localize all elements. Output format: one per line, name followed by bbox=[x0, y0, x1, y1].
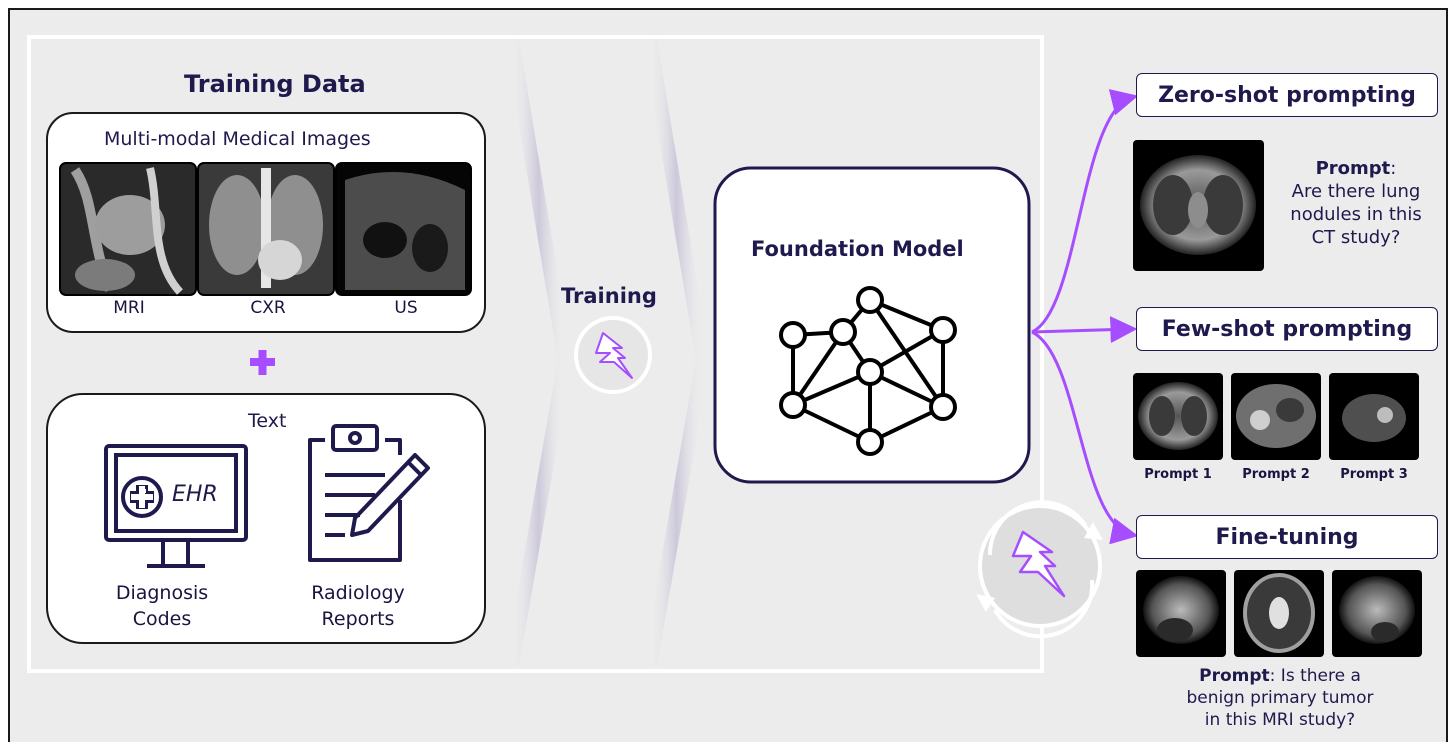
fine-tuning-mri-3 bbox=[1332, 570, 1422, 657]
monitor-ehr-icon bbox=[104, 444, 248, 568]
training-region-border bbox=[27, 35, 1044, 673]
plus-text: + bbox=[255, 345, 256, 346]
zero-shot-prompt-bold: Prompt bbox=[1315, 158, 1391, 179]
ehr-cross-cutout bbox=[131, 486, 153, 508]
training-lightning-icon bbox=[574, 316, 652, 394]
chest-xray-image bbox=[197, 162, 335, 296]
chevron-right bbox=[643, 38, 711, 667]
clipboard-report-icon bbox=[308, 424, 430, 562]
output-arrows bbox=[1031, 89, 1139, 545]
diagnosis-label-line2: Codes bbox=[132, 608, 192, 630]
training-data-title: Training Data bbox=[184, 70, 366, 98]
label-us: US bbox=[394, 298, 418, 318]
zero-shot-prompt: Prompt: Are there lung nodules in this C… bbox=[1270, 157, 1442, 249]
radiology-label-line2: Reports bbox=[321, 608, 395, 630]
fine-tuning-mri-2 bbox=[1234, 570, 1324, 657]
foundation-model-title: Foundation Model bbox=[751, 237, 964, 261]
fine-tuning-mri-1 bbox=[1136, 570, 1226, 657]
radiology-label-line1: Radiology bbox=[311, 582, 405, 604]
zero-shot-ct-image bbox=[1133, 140, 1264, 271]
images-title: Multi-modal Medical Images bbox=[104, 128, 371, 150]
text-title: Text bbox=[248, 410, 287, 432]
fine-tuning-prompt: Prompt: Is there a benign primary tumor … bbox=[1145, 665, 1415, 731]
few-shot-prompt-2-label: Prompt 2 bbox=[1242, 467, 1310, 482]
zero-shot-prompt-line1: Are there lung bbox=[1291, 181, 1421, 202]
few-shot-image-1 bbox=[1133, 373, 1223, 460]
fine-tuning-prompt-bold: Prompt bbox=[1199, 666, 1270, 686]
few-shot-prompt-1-label: Prompt 1 bbox=[1144, 467, 1212, 482]
zero-shot-prompt-line2: nodules in this bbox=[1290, 204, 1422, 225]
ultrasound-image bbox=[335, 162, 472, 296]
fine-tuning-title: Fine-tuning bbox=[1136, 515, 1438, 559]
label-mri: MRI bbox=[113, 298, 145, 318]
fine-tuning-cycle-icon bbox=[976, 500, 1103, 639]
training-label: Training bbox=[561, 284, 657, 308]
zero-shot-prompt-line3: CT study? bbox=[1311, 227, 1401, 248]
fine-tuning-prompt-line2: benign primary tumor bbox=[1186, 688, 1374, 708]
few-shot-image-3 bbox=[1329, 373, 1419, 460]
diagnosis-label-line1: Diagnosis bbox=[115, 582, 209, 604]
fine-tuning-prompt-line3: in this MRI study? bbox=[1204, 710, 1356, 730]
few-shot-image-2 bbox=[1231, 373, 1321, 460]
chevron-left bbox=[505, 38, 573, 667]
zero-shot-prompt-colon: : bbox=[1390, 158, 1397, 179]
plus-icon bbox=[250, 350, 275, 375]
few-shot-title: Few-shot prompting bbox=[1136, 307, 1438, 351]
few-shot-prompt-3-label: Prompt 3 bbox=[1340, 467, 1408, 482]
label-cxr: CXR bbox=[250, 298, 286, 318]
zero-shot-title: Zero-shot prompting bbox=[1136, 73, 1438, 117]
mri-knee-image bbox=[59, 162, 197, 296]
fine-tuning-prompt-line1: : Is there a bbox=[1269, 666, 1361, 686]
ehr-label: EHR bbox=[172, 482, 218, 507]
network-graph-icon bbox=[779, 286, 957, 456]
